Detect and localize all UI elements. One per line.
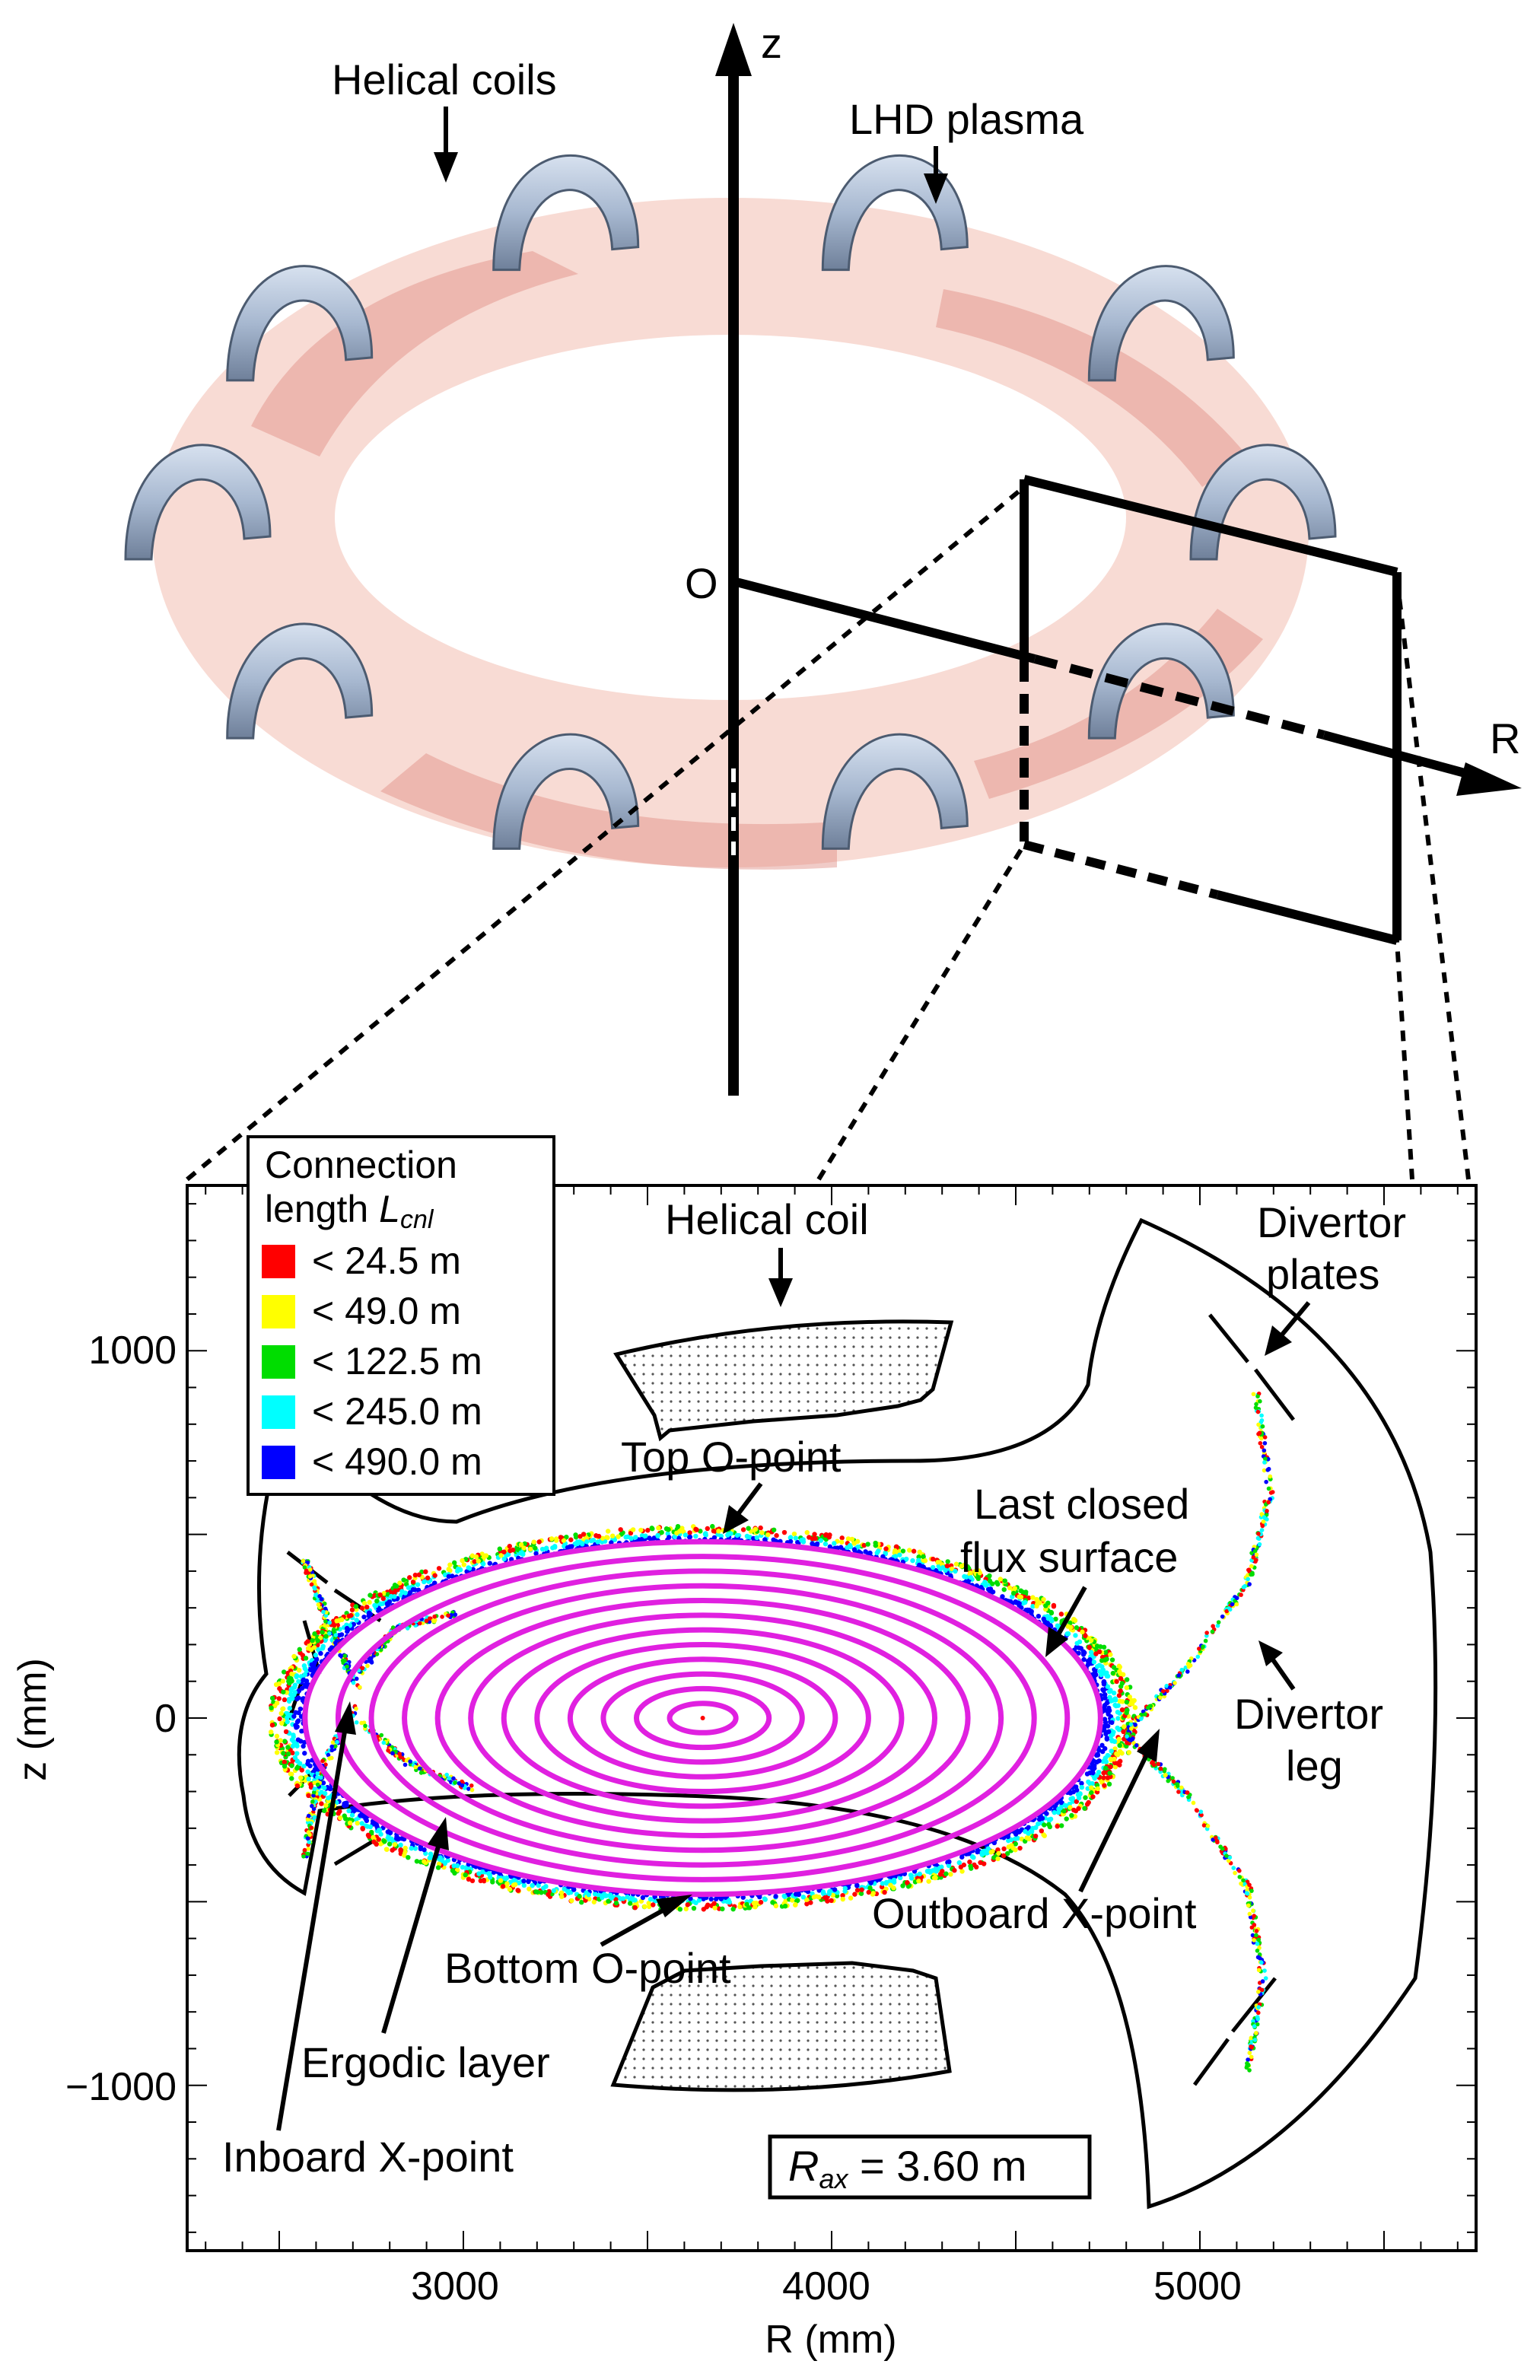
legend: Connection length Lcnl < 24.5 m< 49.0 m<… <box>247 1135 555 1496</box>
ergodic-layer-arrow <box>381 1817 449 2034</box>
x-tick-4000: 4000 <box>782 2264 870 2308</box>
outboard-x-point-arrow <box>1078 1729 1160 1893</box>
top-helical-coil-section <box>613 1319 954 1442</box>
outboard-x-point-label: Outboard X-point <box>872 1889 1197 1937</box>
legend-swatch <box>262 1245 295 1278</box>
divertor-leg-label-1: Divertor <box>1234 1690 1383 1738</box>
ergodic-layer-label: Ergodic layer <box>301 2038 550 2086</box>
helical-coil-ribbon <box>226 265 374 382</box>
lhd-plasma-arrow <box>924 146 948 204</box>
divertor-leg-label-2: leg <box>1286 1742 1343 1790</box>
legend-item-label: < 49.0 m <box>312 1290 461 1332</box>
rax-box: Rax = 3.60 m <box>768 2134 1092 2200</box>
helical-coil-label: Helical coil <box>665 1195 869 1243</box>
legend-swatch <box>262 1395 295 1429</box>
lhd-plasma-label: LHD plasma <box>849 95 1084 143</box>
divertor-plates-label-1: Divertor <box>1257 1198 1406 1246</box>
x-tick-3000: 3000 <box>411 2264 499 2308</box>
divertor-plates-arrow <box>1265 1301 1311 1356</box>
divertor-leg-arrow <box>1258 1640 1296 1691</box>
r-axis-label: R <box>1490 714 1520 762</box>
bottom-o-point-label: Bottom O-point <box>444 1944 731 1992</box>
y-tick-1000: 1000 <box>88 1328 177 1373</box>
legend-item-label: < 245.0 m <box>312 1390 482 1433</box>
legend-item-label: < 490.0 m <box>312 1440 482 1483</box>
helical-coil-ribbon <box>226 622 374 740</box>
helical-coils-shape <box>124 154 1337 850</box>
x-axis-label: R (mm) <box>765 2318 896 2362</box>
legend-swatch <box>262 1295 295 1328</box>
helical-coil-arrow <box>768 1248 793 1307</box>
y-tick-0: 0 <box>154 1697 177 1741</box>
inboard-x-point-label: Inboard X-point <box>222 2133 514 2181</box>
last-closed-label-2: flux surface <box>960 1533 1178 1581</box>
helical-coils-arrow <box>434 107 458 183</box>
last-closed-label-1: Last closed <box>974 1480 1189 1528</box>
x-tick-5000: 5000 <box>1153 2264 1242 2308</box>
origin-label: O <box>685 559 718 607</box>
helical-coil-ribbon <box>1189 444 1337 561</box>
legend-title-line2: length Lcnl <box>265 1188 434 1234</box>
legend-items: < 24.5 m < 49.0 m < 122.5 m < 245.0 m < 490.… <box>262 1239 482 1483</box>
poincare-plot: 3000 4000 5000 R (mm) 1000 0 −1000 z (mm… <box>11 1135 1478 2362</box>
y-tick-minus-1000: −1000 <box>65 2065 177 2109</box>
projection-lines <box>186 485 1471 1182</box>
cross-section-plane <box>1020 475 1402 945</box>
legend-item-label: < 122.5 m <box>312 1340 482 1382</box>
top-o-point-label: Top O-point <box>621 1433 842 1481</box>
helical-coil-ribbon <box>492 154 640 272</box>
inboard-x-point-arrow <box>276 1701 356 2131</box>
legend-swatch <box>262 1446 295 1479</box>
last-closed-arrow <box>1045 1586 1087 1657</box>
helical-coil-ribbon <box>492 733 640 850</box>
helical-coils-label: Helical coils <box>332 56 557 103</box>
closed-flux-surfaces <box>302 1538 1103 1898</box>
legend-swatch <box>262 1345 295 1379</box>
y-axis-label: z (mm) <box>11 1658 55 1781</box>
bottom-o-point-arrow <box>600 1895 692 1947</box>
legend-item-label: < 24.5 m <box>312 1239 461 1282</box>
helical-coil-ribbon <box>821 733 969 850</box>
helical-coil-ribbon <box>124 444 272 561</box>
helical-coil-ribbon <box>1087 265 1235 382</box>
vacuum-vessel-outline <box>237 1217 1438 2210</box>
divertor-plates-label-2: plates <box>1266 1250 1379 1298</box>
z-axis-label: z <box>761 19 782 67</box>
top-o-point-arrow <box>723 1482 763 1534</box>
rax-label: Rax = 3.60 m <box>788 2142 1027 2194</box>
bottom-helical-coil-section <box>610 1961 952 2092</box>
legend-title-line1: Connection <box>265 1144 457 1186</box>
